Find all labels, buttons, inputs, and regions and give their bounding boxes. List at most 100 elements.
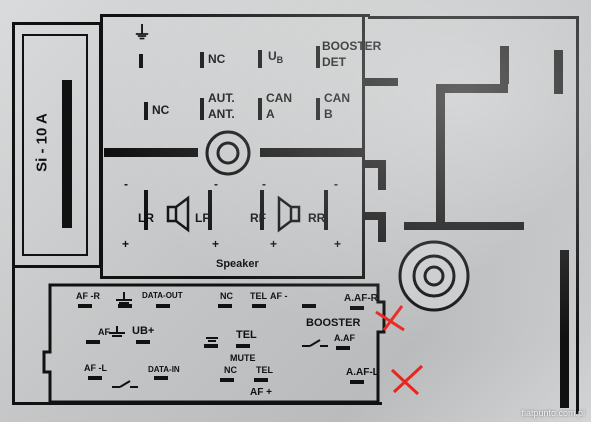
pin-row2-2 [136,340,150,344]
pin-row1-7 [350,306,364,310]
label-ub-main: U [268,49,277,63]
upper-bottom-border [100,276,365,279]
label-booster: BOOSTER [322,39,382,53]
upper-ground-symbol: ⏚ [133,23,151,43]
side-key-4 [362,212,386,220]
label-data-out: DATA-OUT [142,291,183,300]
left-edge-lower [12,268,15,404]
pin-ub [258,50,262,68]
speaker-plus-3: + [270,237,278,251]
label-ub-plus: UB+ [132,325,155,337]
label-nc-2: NC [152,103,170,117]
right-edge-border [576,16,579,414]
divider-right [260,148,362,157]
label-af-minus: AF - [270,291,288,301]
speaker-caption: Speaker [216,258,259,270]
fuse-bar [62,80,72,228]
label-af-plus: AF + [250,387,272,398]
upper-top-border [100,14,370,17]
pin-rr [324,190,328,230]
label-can-a-sub: A [266,107,275,121]
label-can-b: CAN [324,91,350,105]
pin-ground [139,54,143,68]
label-a-af: A.AF [334,333,355,343]
label-af-2: AF [98,327,110,337]
upper-right-border [362,14,365,278]
pin-row1-1 [78,304,92,308]
side-key-5 [378,212,386,242]
side-screw-icon [398,240,470,312]
label-nc-1: NC [208,52,226,66]
keying-rail-side [436,84,445,226]
label-ub-sub: B [276,55,284,65]
pin-row2-4 [236,344,250,348]
switch-icon-lower-2 [302,339,328,347]
label-can-a: CAN [266,91,292,105]
label-rf: RF [250,211,266,225]
label-lr: LR [138,211,154,225]
side-key-3 [378,160,386,190]
pin-booster-det [316,46,320,68]
speaker-minus-2: - [214,177,218,191]
pin-row3-5 [350,380,364,384]
pin-row2-1 [86,340,100,344]
label-tel-3: TEL [256,365,273,375]
speaker-plus-4: + [334,237,342,251]
speaker-minus-4: - [334,177,338,191]
pin-can-a [258,98,262,120]
label-tel-2: TEL [236,329,257,341]
ground-icon-lower-1 [116,292,132,304]
keying-rail-bottom [404,222,524,230]
speaker-left-icon [166,195,190,233]
label-tel-1: TEL [250,291,267,301]
label-nc-lower-2: NC [224,365,237,375]
label-ant: ANT. [208,107,235,121]
bottom-edge [12,402,382,405]
pin-row1-2 [118,304,132,308]
label-data-in: DATA-IN [148,365,180,374]
side-key-1 [362,78,398,86]
label-nc-lower-1: NC [220,291,233,301]
pin-can-b [316,98,320,120]
label-ub: UB [268,50,283,65]
pin-aut-ant [200,98,204,120]
pin-lf [208,190,212,230]
keying-post-2 [554,50,563,94]
pin-row1-4 [218,304,232,308]
speaker-plus-1: + [122,237,130,251]
label-can-b-sub: B [324,107,333,121]
side-key-2 [362,160,386,168]
right-lower-post [560,250,569,408]
pin-row3-2 [154,376,168,380]
pin-row2-3 [204,344,218,348]
pin-nc-2 [144,102,148,120]
speaker-plus-2: + [212,237,220,251]
speaker-right-icon [277,195,301,233]
keying-post-1 [500,46,509,84]
pin-row1-6 [302,304,316,308]
label-af-r: AF -R [76,291,100,301]
speaker-minus-1: - [124,177,128,191]
pin-rf [260,190,264,230]
label-mute: MUTE [230,353,256,363]
label-booster-lower: BOOSTER [306,317,361,329]
keying-rail-top [436,84,508,93]
pin-row3-1 [88,376,102,380]
upper-screw-icon [205,130,251,176]
label-rr: RR [308,211,326,225]
ground-icon-lower-3 [206,337,218,342]
label-lf: LF [195,211,210,225]
pin-lr [144,190,148,230]
pin-row2-5 [336,346,350,350]
label-a-af-r: A.AF-R [344,293,378,304]
label-af-l: AF -L [84,363,107,373]
pin-row1-5 [252,304,266,308]
pin-row3-3 [220,378,234,382]
pin-nc-1 [200,52,204,68]
divider-left [104,148,198,157]
ground-icon-lower-2 [109,326,125,337]
speaker-minus-3: - [262,177,266,191]
right-top-border [368,16,578,19]
